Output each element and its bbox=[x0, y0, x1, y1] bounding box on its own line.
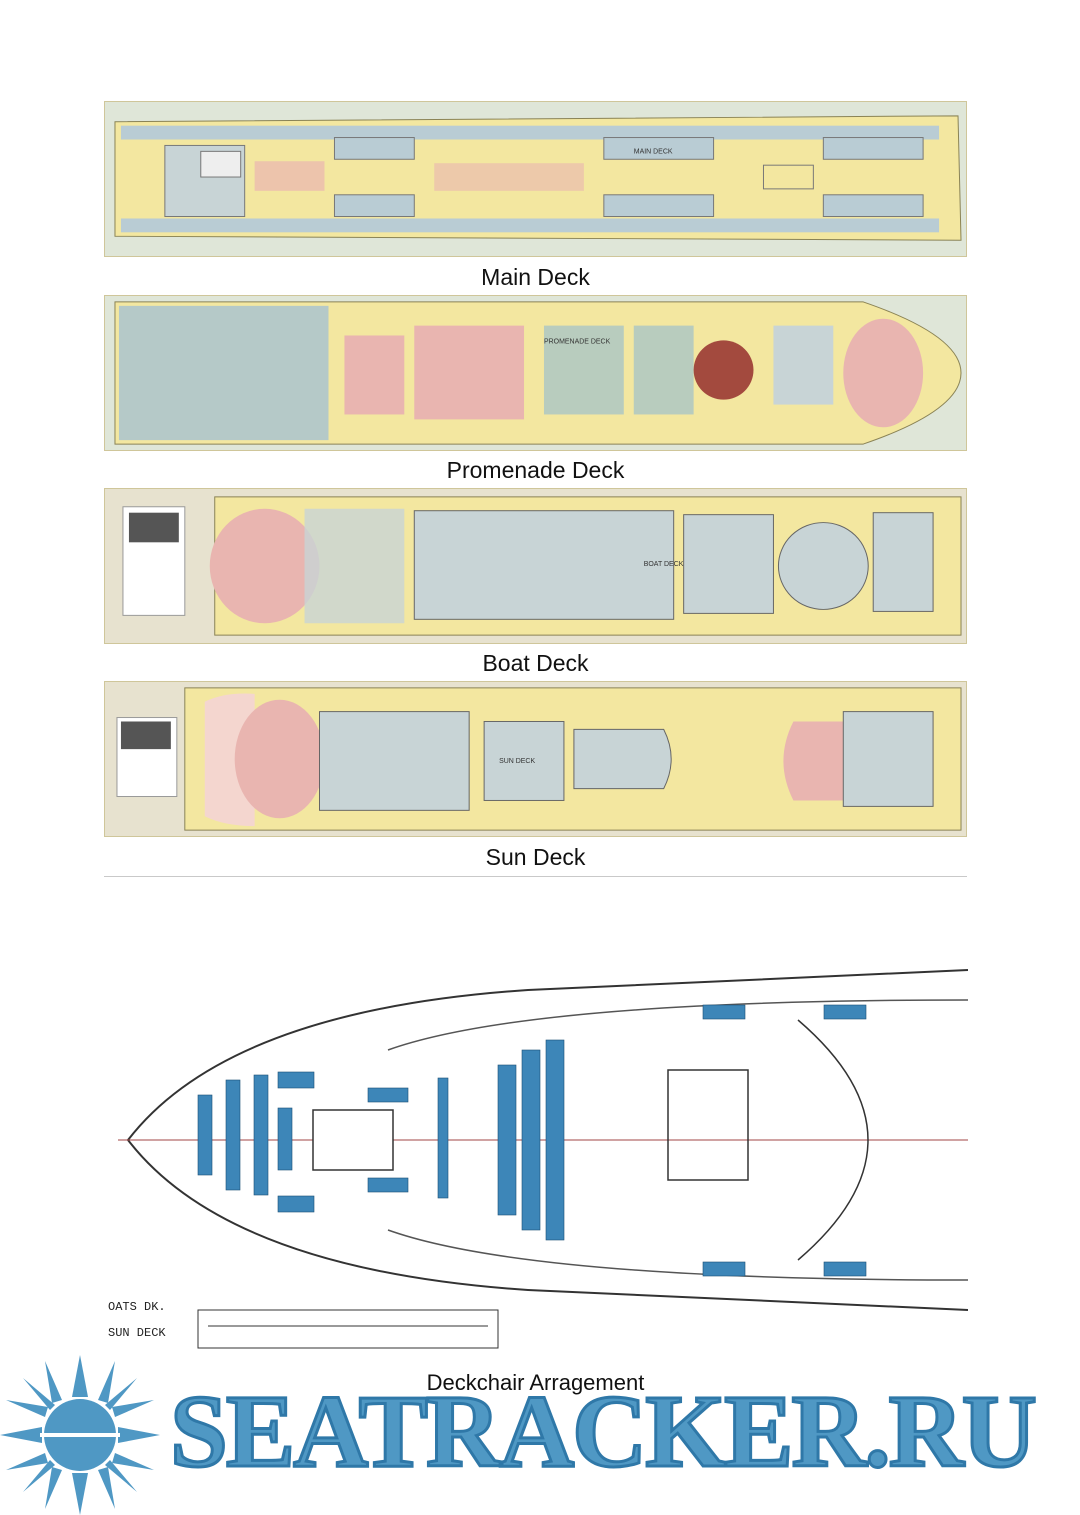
section-divider bbox=[104, 876, 967, 877]
promenade-deck-plan-label: PROMENADE DECK bbox=[544, 338, 611, 345]
main-deck-plan-label: MAIN DECK bbox=[634, 148, 673, 155]
sun-deck-plan-label: SUN DECK bbox=[499, 758, 535, 765]
boats-deck-label: OATS DK. bbox=[108, 1300, 166, 1314]
deckchair-caption: Deckchair Arragement bbox=[426, 1370, 645, 1395]
promenade-deck-caption: Promenade Deck bbox=[446, 457, 625, 483]
sun-burst-icon bbox=[0, 1355, 160, 1515]
sun-deck-caption: Sun Deck bbox=[485, 844, 586, 870]
main-deck-caption: Main Deck bbox=[481, 264, 590, 290]
sun-deck-label: SUN DECK bbox=[108, 1326, 166, 1340]
brand-name: SEATRACKER.RU bbox=[169, 1374, 1039, 1489]
boat-deck-caption: Boat Deck bbox=[482, 650, 589, 676]
deckchair-arrangement-drawing: OATS DK. SUN DECK bbox=[108, 960, 968, 1360]
main-deck-plan: MAIN DECK bbox=[104, 101, 967, 257]
boat-deck-plan: BOAT DECK bbox=[104, 488, 967, 644]
promenade-deck-plan: PROMENADE DECK bbox=[104, 295, 967, 451]
boat-deck-plan-label: BOAT DECK bbox=[644, 561, 684, 568]
sun-deck-plan: SUN DECK bbox=[104, 681, 967, 837]
